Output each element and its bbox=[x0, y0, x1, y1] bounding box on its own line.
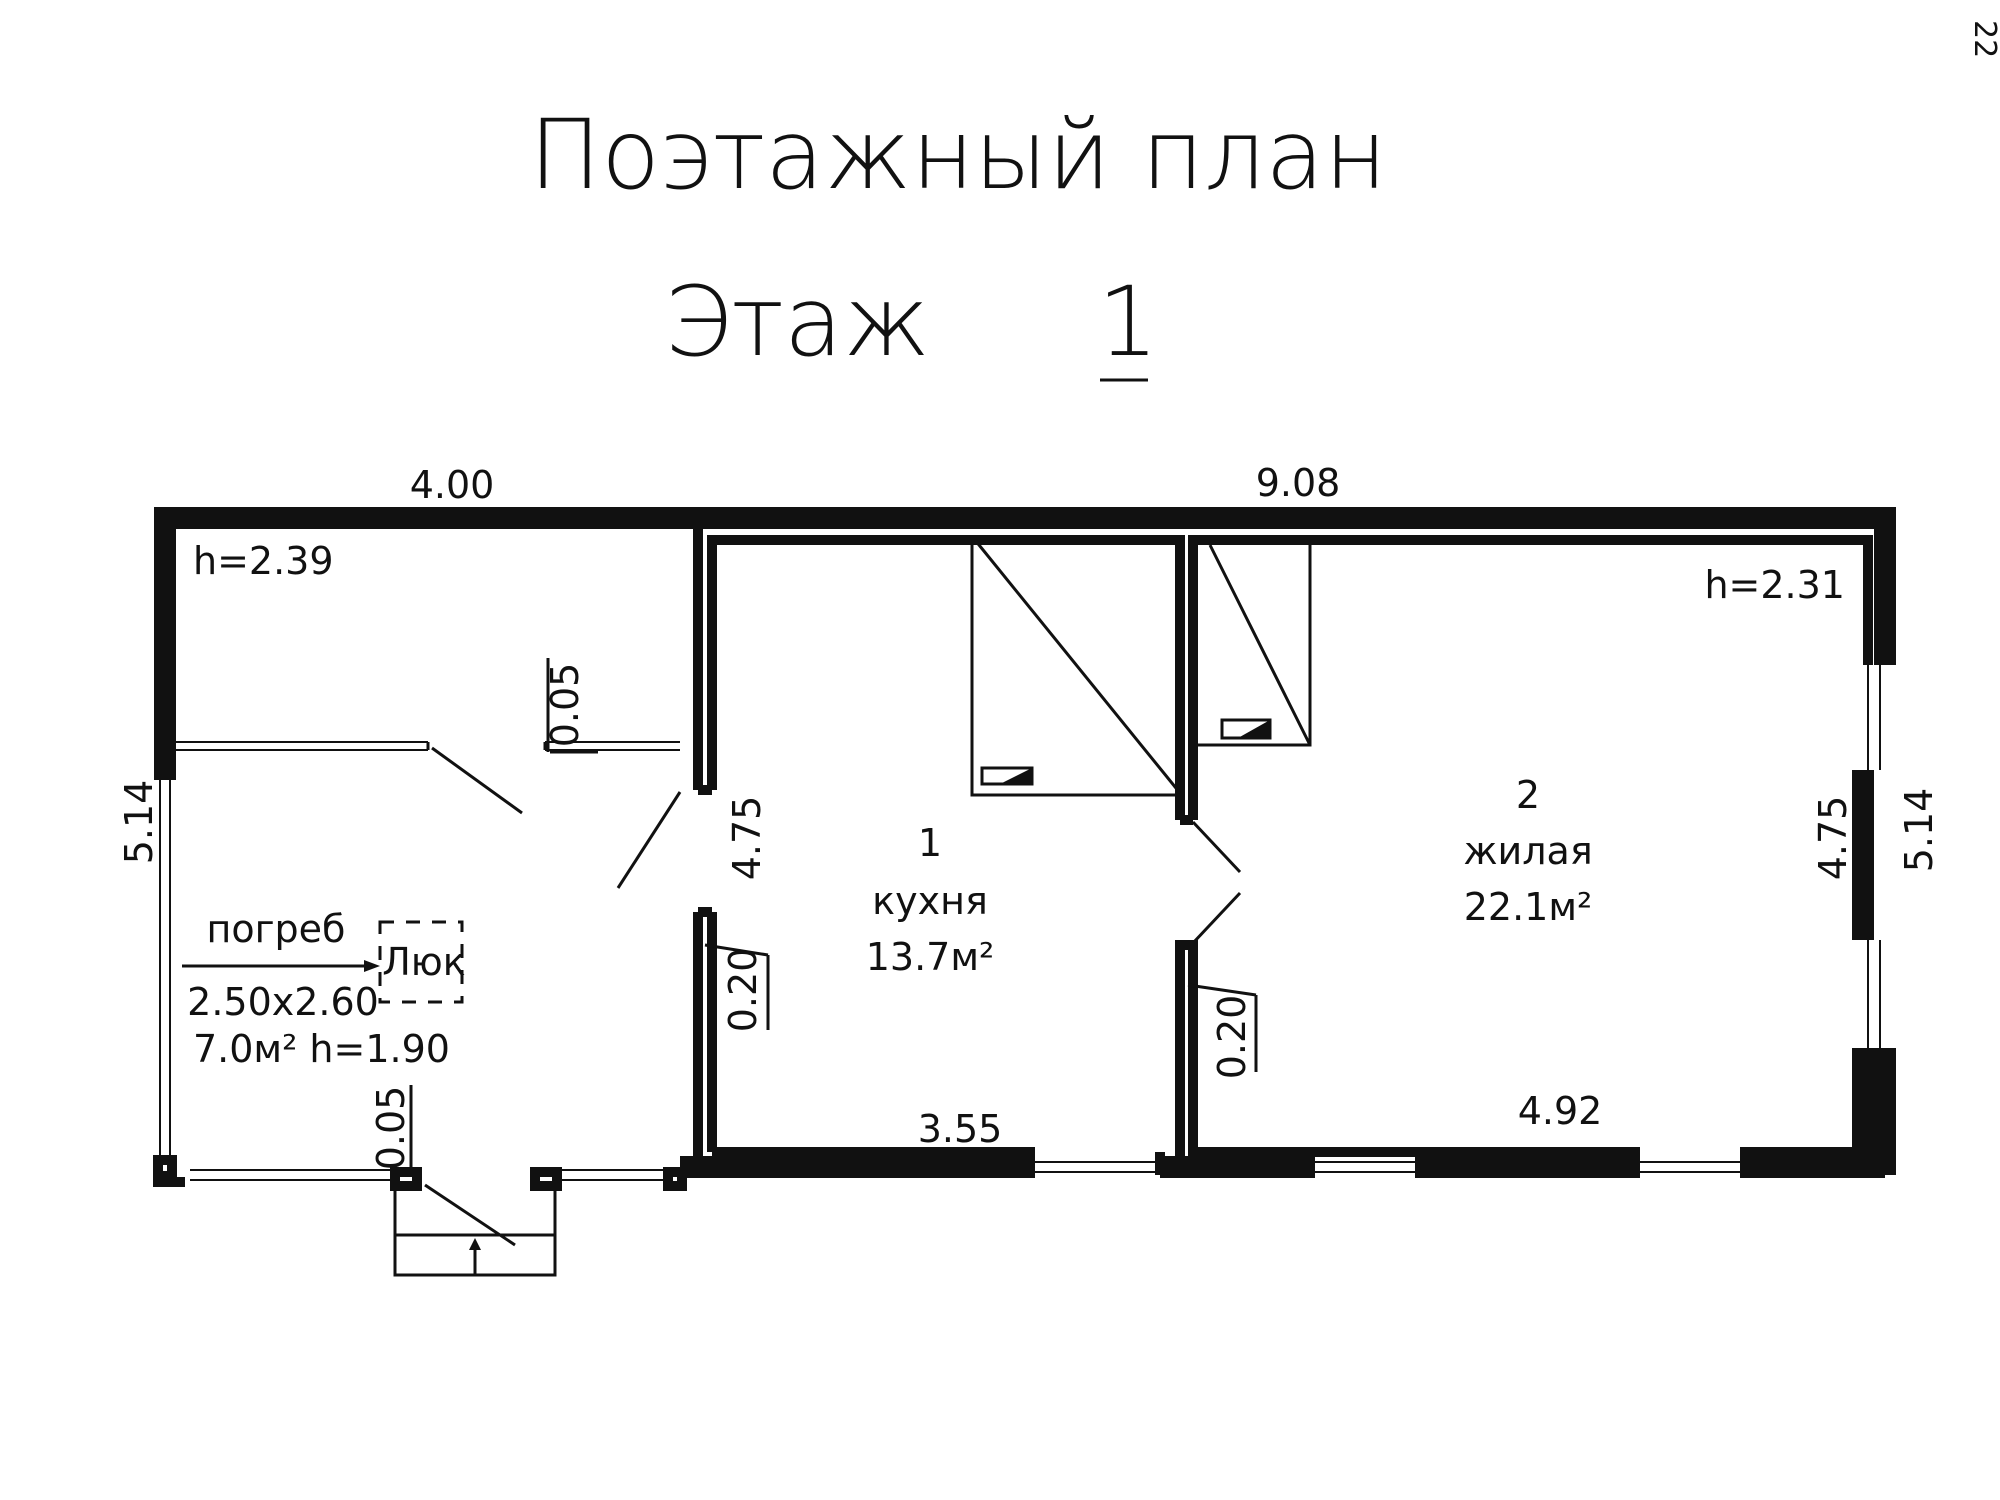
floor-label: Этаж bbox=[664, 266, 930, 378]
cellar-name: погреб bbox=[207, 907, 346, 951]
entrance-steps bbox=[393, 1186, 557, 1277]
dim-wall-gap-2: 0.05 bbox=[369, 1086, 413, 1171]
dim-left-section-length: 4.00 bbox=[410, 463, 495, 507]
cellar-size: 2.50x2.60 bbox=[187, 980, 379, 1024]
dim-living-depth: 4.75 bbox=[1811, 796, 1855, 881]
room-2-number: 2 bbox=[1516, 773, 1540, 817]
room-2-area: 22.1м² bbox=[1464, 885, 1593, 929]
room-1-name: кухня bbox=[872, 879, 988, 923]
walls bbox=[153, 507, 1896, 1191]
veranda-partition bbox=[172, 741, 680, 815]
leaders bbox=[409, 658, 1258, 1172]
room-2-name: жилая bbox=[1463, 829, 1592, 873]
room-1-area: 13.7м² bbox=[866, 935, 995, 979]
dim-kitchen-depth: 4.75 bbox=[725, 796, 769, 881]
dim-main-section-length: 9.08 bbox=[1256, 461, 1341, 505]
floor-number: 1 bbox=[1097, 266, 1158, 378]
dim-partition-2: 0.20 bbox=[1210, 995, 1254, 1080]
dim-wall-gap-1: 0.05 bbox=[543, 663, 587, 748]
stove-kitchen bbox=[970, 539, 1182, 797]
stove-living bbox=[1193, 540, 1312, 747]
cellar-hatch-label: Люк bbox=[382, 940, 466, 984]
cellar-hatch bbox=[182, 920, 464, 1004]
cellar-area-height: 7.0м² h=1.90 bbox=[193, 1027, 450, 1071]
plan-title: Поэтажный план bbox=[529, 99, 1387, 211]
ceiling-height-left: h=2.39 bbox=[193, 539, 334, 583]
dim-partition-1: 0.20 bbox=[721, 948, 765, 1033]
dim-right-height-outer: 5.14 bbox=[1897, 788, 1941, 873]
ceiling-height-right: h=2.31 bbox=[1704, 563, 1845, 607]
page-number: 22 bbox=[1967, 20, 2000, 58]
windows bbox=[159, 665, 1881, 1181]
dim-kitchen-width: 3.55 bbox=[918, 1107, 1003, 1151]
dim-left-height-outer: 5.14 bbox=[117, 780, 161, 865]
room-1-number: 1 bbox=[918, 821, 942, 865]
dim-living-width: 4.92 bbox=[1518, 1089, 1603, 1133]
